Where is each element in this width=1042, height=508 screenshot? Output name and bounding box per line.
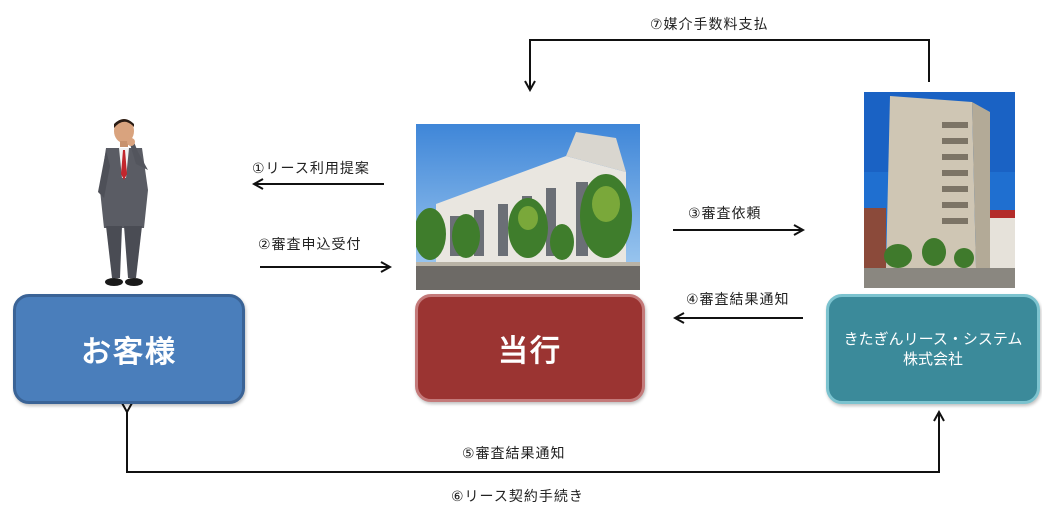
office-building-photo xyxy=(864,92,1015,288)
step2-label: ②審査申込受付 xyxy=(258,237,362,253)
step3-label: ③審査依頼 xyxy=(688,206,762,222)
businessman-icon xyxy=(98,119,148,286)
bank-box: 当行 xyxy=(415,294,645,402)
lease-company-name-line1: きたぎんリース・システム xyxy=(843,330,1023,348)
lease-company-name-line2: 株式会社 xyxy=(902,350,963,368)
customer-label: お客様 xyxy=(81,335,177,370)
step7-label: ⑦媒介手数料支払 xyxy=(650,17,769,33)
step4-label: ④審査結果通知 xyxy=(686,292,790,308)
step5-label: ⑤審査結果通知 xyxy=(462,446,566,462)
step6-label: ⑥リース契約手続き xyxy=(451,489,584,505)
bank-label: 当行 xyxy=(498,334,562,369)
arrow-step5-6 xyxy=(127,412,939,473)
step1-label: ①リース利用提案 xyxy=(252,161,370,177)
bank-building-photo xyxy=(416,124,640,290)
lease-company-box: きたぎんリース・システム 株式会社 xyxy=(826,294,1040,404)
arrow-step7 xyxy=(530,39,930,90)
customer-box: お客様 xyxy=(13,294,245,404)
